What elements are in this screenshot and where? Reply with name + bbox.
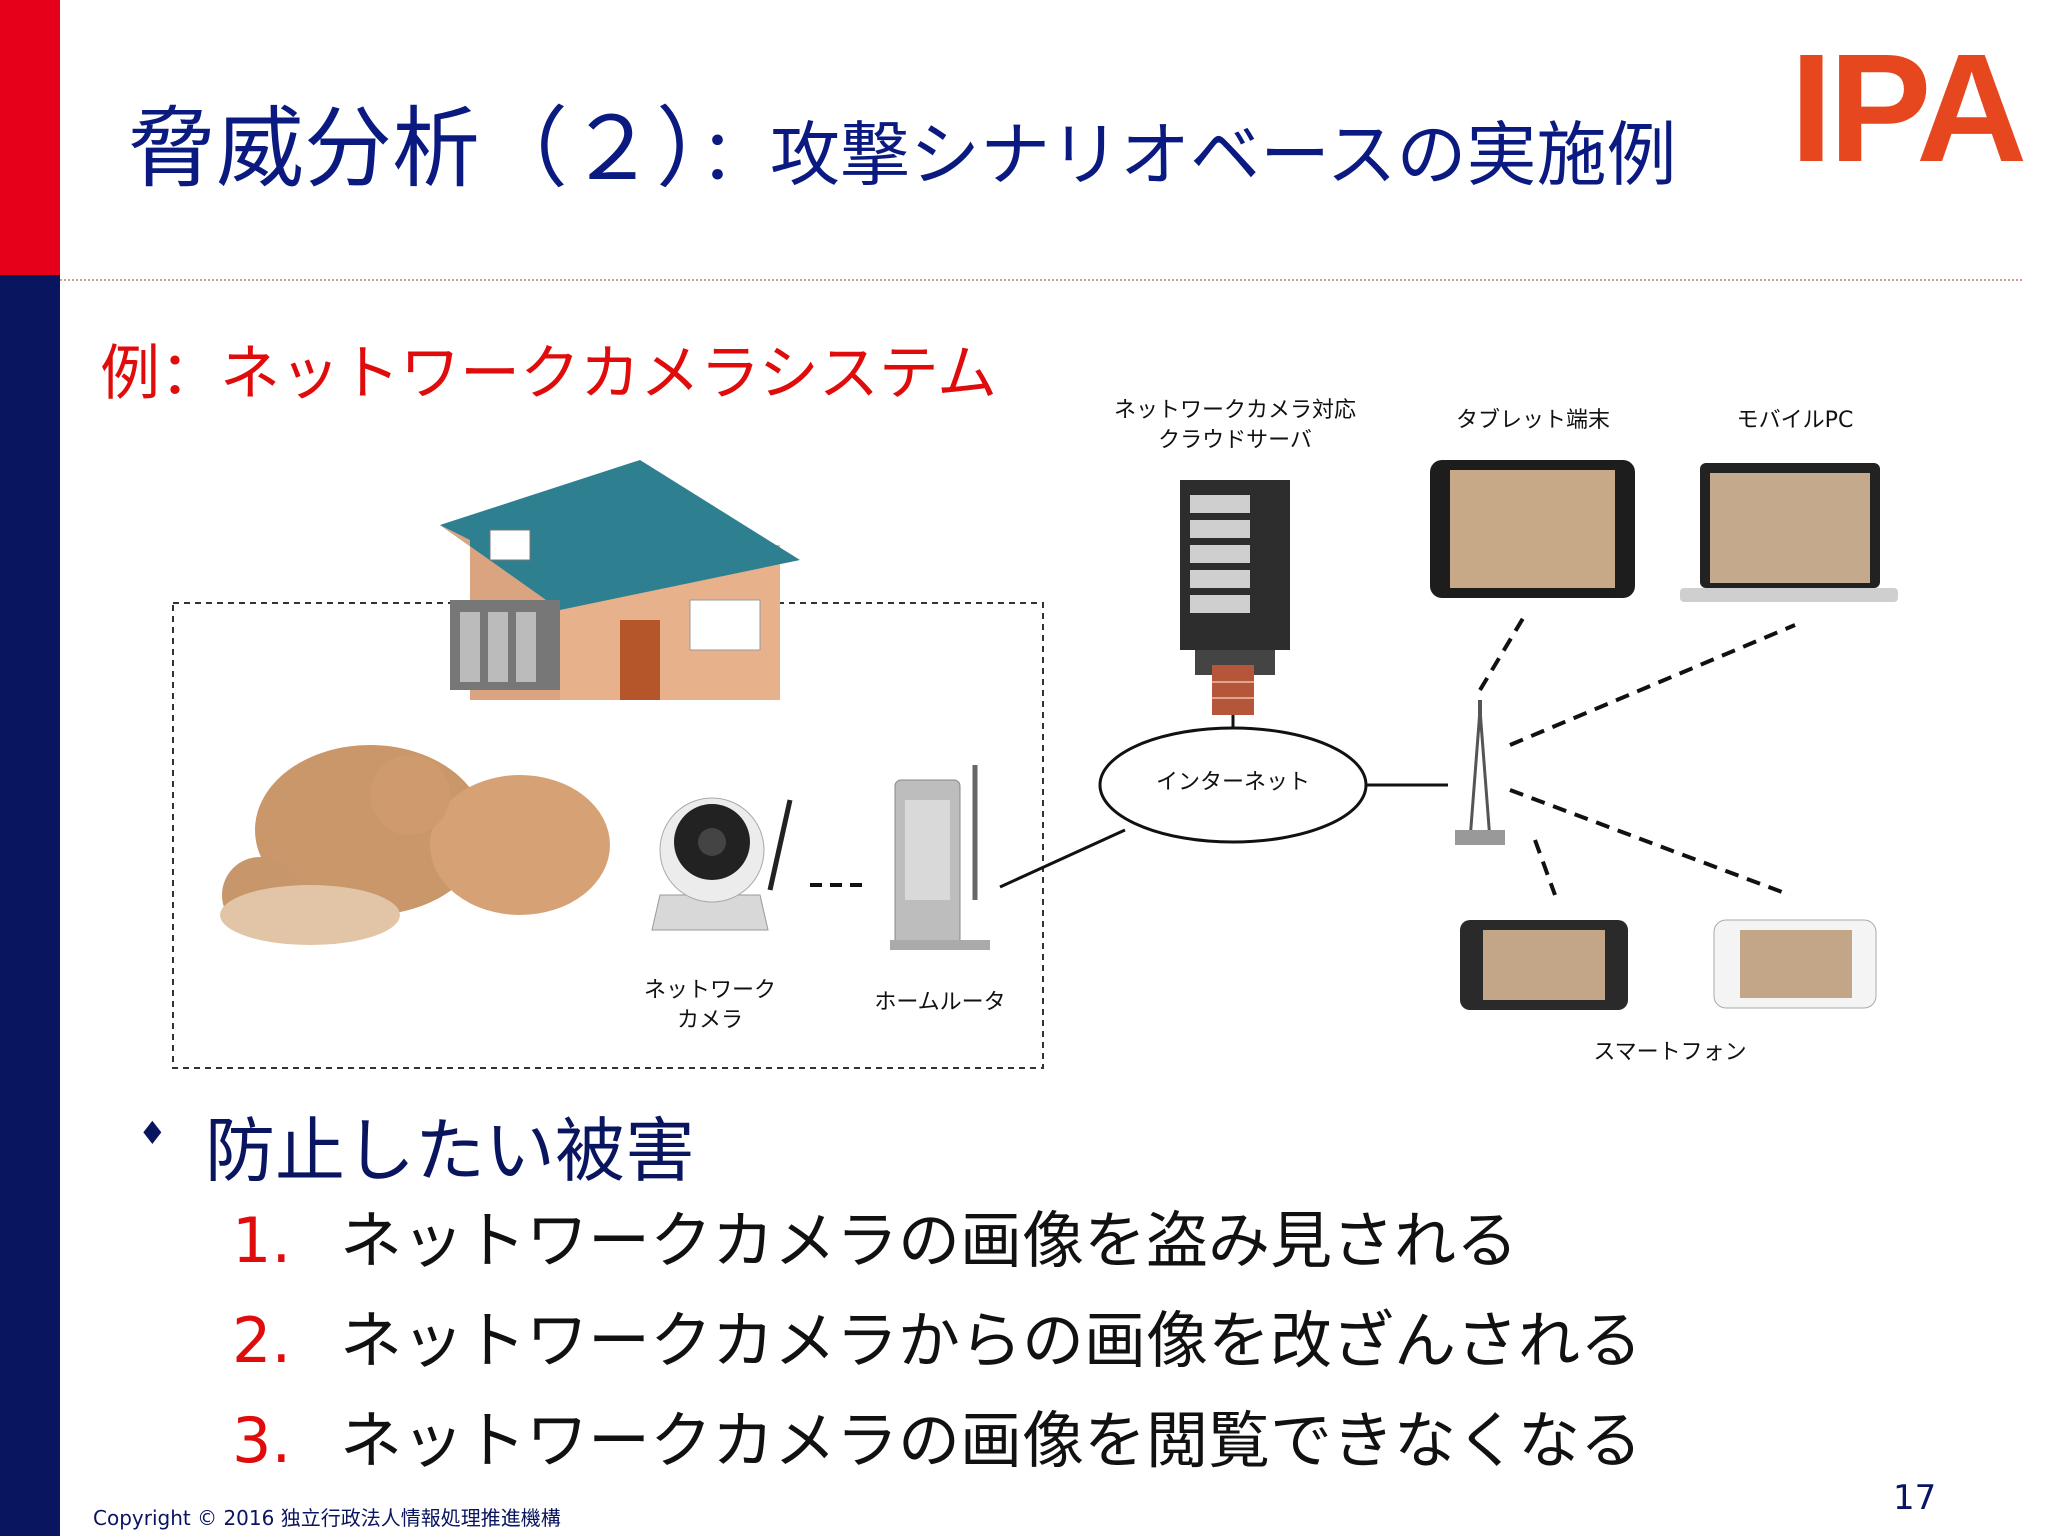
slide-title-main: 脅威分析（２） (128, 97, 701, 200)
diamond-bullet-icon: ♦ (138, 1114, 167, 1152)
smartphone-label: スマートフォン (1593, 1040, 1747, 1065)
network-camera-label: ネットワーク カメラ (643, 978, 776, 1033)
internet-label: インターネット (1155, 770, 1310, 795)
home-router-illustration (890, 765, 990, 950)
firewall-icon (1212, 665, 1254, 715)
smartphone-dark-illustration (1460, 920, 1628, 1010)
damage-item-2: 2. ネットワークカメラからの画像を改ざんされる (232, 1290, 1642, 1380)
item-number: 2. (232, 1304, 292, 1377)
tablet-illustration (1430, 460, 1635, 598)
cloud-server-label: ネットワークカメラ対応 クラウドサーバ (1113, 398, 1356, 453)
section-heading: 防止したい被害 (205, 1110, 695, 1192)
house-illustration (440, 460, 800, 700)
item-text: ネットワークカメラの画像を盗み見される (340, 1204, 1519, 1277)
example-heading: 例：ネットワークカメラシステム (100, 339, 997, 409)
cell-tower-icon (1455, 700, 1505, 845)
item-number: 1. (232, 1204, 292, 1277)
item-text: ネットワークカメラの画像を閲覧できなくなる (340, 1404, 1643, 1477)
page-number: 17 (1893, 1478, 1937, 1518)
network-camera-illustration (651, 797, 793, 931)
copyright-footer: Copyright © 2016 独立行政法人情報処理推進機構 (93, 1506, 561, 1530)
slide-title-sub: ：攻撃シナリオベースの実施例 (700, 114, 1677, 196)
item-text: ネットワークカメラからの画像を改ざんされる (340, 1304, 1643, 1377)
left-accent-bar-red (0, 0, 60, 275)
mobile-pc-label: モバイルPC (1736, 408, 1854, 433)
mobile-pc-illustration (1680, 463, 1898, 602)
damage-item-3: 3. ネットワークカメラの画像を閲覧できなくなる (232, 1390, 1642, 1480)
smartphone-white-illustration (1713, 919, 1877, 1009)
item-number: 3. (232, 1404, 292, 1477)
home-router-label: ホームルータ (874, 990, 1006, 1015)
left-accent-bar-navy (0, 275, 60, 1536)
damage-item-1: 1. ネットワークカメラの画像を盗み見される (232, 1190, 1518, 1280)
title-divider (60, 279, 2022, 281)
slide-title: 脅威分析（２）：攻撃シナリオベースの実施例 (128, 78, 1677, 205)
cats-illustration (220, 745, 610, 945)
ipa-logo: IPA (1790, 22, 2027, 194)
cloud-server-illustration (1180, 480, 1290, 675)
tablet-label: タブレット端末 (1455, 408, 1610, 433)
